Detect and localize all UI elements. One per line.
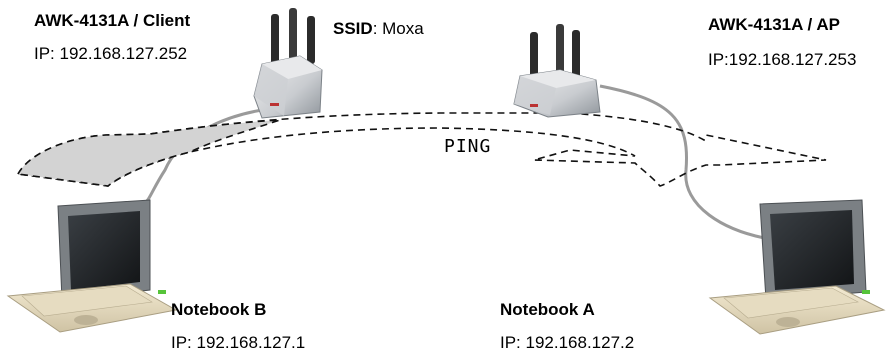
ping-arrow-icon: [16, 112, 827, 187]
notebook-a-ip: IP: 192.168.127.2: [500, 333, 635, 352]
ssid-key: SSID: [333, 19, 373, 38]
wireless-ap-icon: [513, 24, 601, 118]
notebook-b-name: Notebook B: [171, 300, 267, 319]
laptop-icon: [708, 199, 886, 335]
client-device-ip: IP: 192.168.127.252: [34, 44, 188, 63]
notebook-a-name: Notebook A: [500, 300, 595, 319]
wireless-ap-icon: [253, 8, 323, 119]
ssid-label: SSID: Moxa: [333, 19, 424, 39]
laptop-icon: [6, 199, 178, 333]
notebook-b-ip: IP: 192.168.127.1: [171, 333, 306, 352]
ap-device-ip: IP:192.168.127.253: [708, 50, 857, 69]
ssid-value: : Moxa: [372, 19, 424, 38]
ping-arrow-shaded-head: [16, 119, 281, 187]
cable-ap-to-notebook-a: [599, 84, 777, 242]
client-device-name: AWK-4131A / Client: [34, 11, 191, 30]
ap-device-name: AWK-4131A / AP: [708, 15, 840, 34]
ping-label: PING: [444, 136, 492, 157]
cable-client-to-notebook-b: [142, 108, 263, 207]
